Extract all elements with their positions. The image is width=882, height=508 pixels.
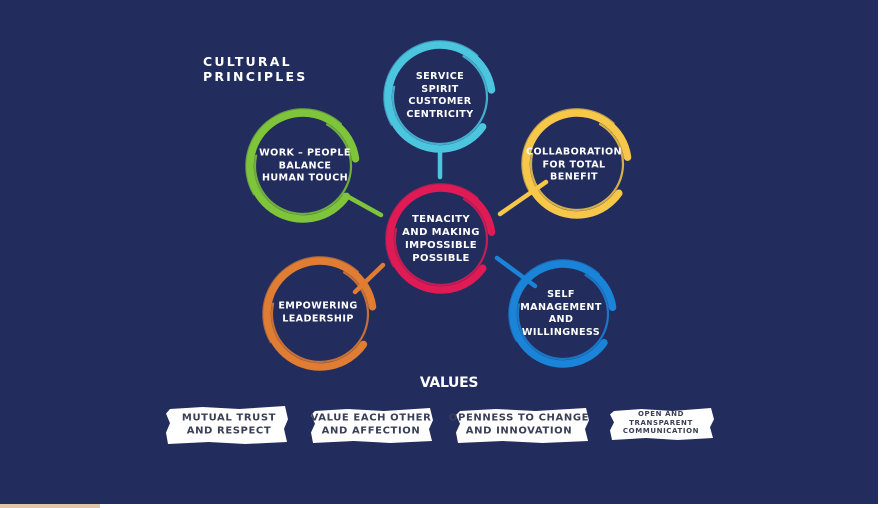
ring-service-spirit <box>383 40 497 154</box>
value-brush-value-each-other <box>311 408 433 443</box>
center-principle-label: TENACITY AND MAKING IMPOSSIBLE POSSIBLE <box>402 214 480 264</box>
value-brush-openness <box>456 408 589 443</box>
value-brush-open-communication <box>610 408 714 440</box>
principle-label-empowering-leadership: EMPOWERING LEADERSHIP <box>278 300 358 325</box>
ring-empowering-leadership <box>262 256 378 372</box>
value-label-mutual-trust: MUTUAL TRUST AND RESPECT <box>181 412 277 437</box>
principle-label-collaboration: COLLABORATION FOR TOTAL BENEFIT <box>526 146 622 183</box>
ring-center-tenacity <box>385 183 497 295</box>
value-label-open-communication: OPEN AND TRANSPARENT COMMUNICATION <box>622 410 700 436</box>
value-brush-shapes <box>166 406 714 444</box>
value-brush-mutual-trust <box>166 406 288 444</box>
value-label-openness-to-change: OPENNESS TO CHANGE AND INNOVATION <box>448 412 590 437</box>
connector-work-people-balance <box>342 192 384 218</box>
principle-label-self-management: SELF MANAGEMENT AND WILLINGNESS <box>520 289 602 338</box>
bottom-edge-strip <box>0 504 882 508</box>
principle-label-work-people-balance: WORK – PEOPLE BALANCE HUMAN TOUCH <box>259 147 351 184</box>
diagram-title: CULTURAL PRINCIPLES <box>203 54 308 84</box>
value-label-value-each-other: VALUE EACH OTHER AND AFFECTION <box>310 412 432 437</box>
principle-label-service-spirit: SERVICE SPIRIT CUSTOMER CENTRICITY <box>406 71 474 120</box>
ring-collaboration <box>521 108 633 220</box>
ring-work-people-balance <box>245 108 361 224</box>
right-edge-strip <box>878 0 882 508</box>
rings <box>245 40 633 372</box>
values-heading: VALUES <box>419 375 479 391</box>
bottom-accent-strip <box>0 504 100 508</box>
ring-self-management <box>508 259 618 369</box>
